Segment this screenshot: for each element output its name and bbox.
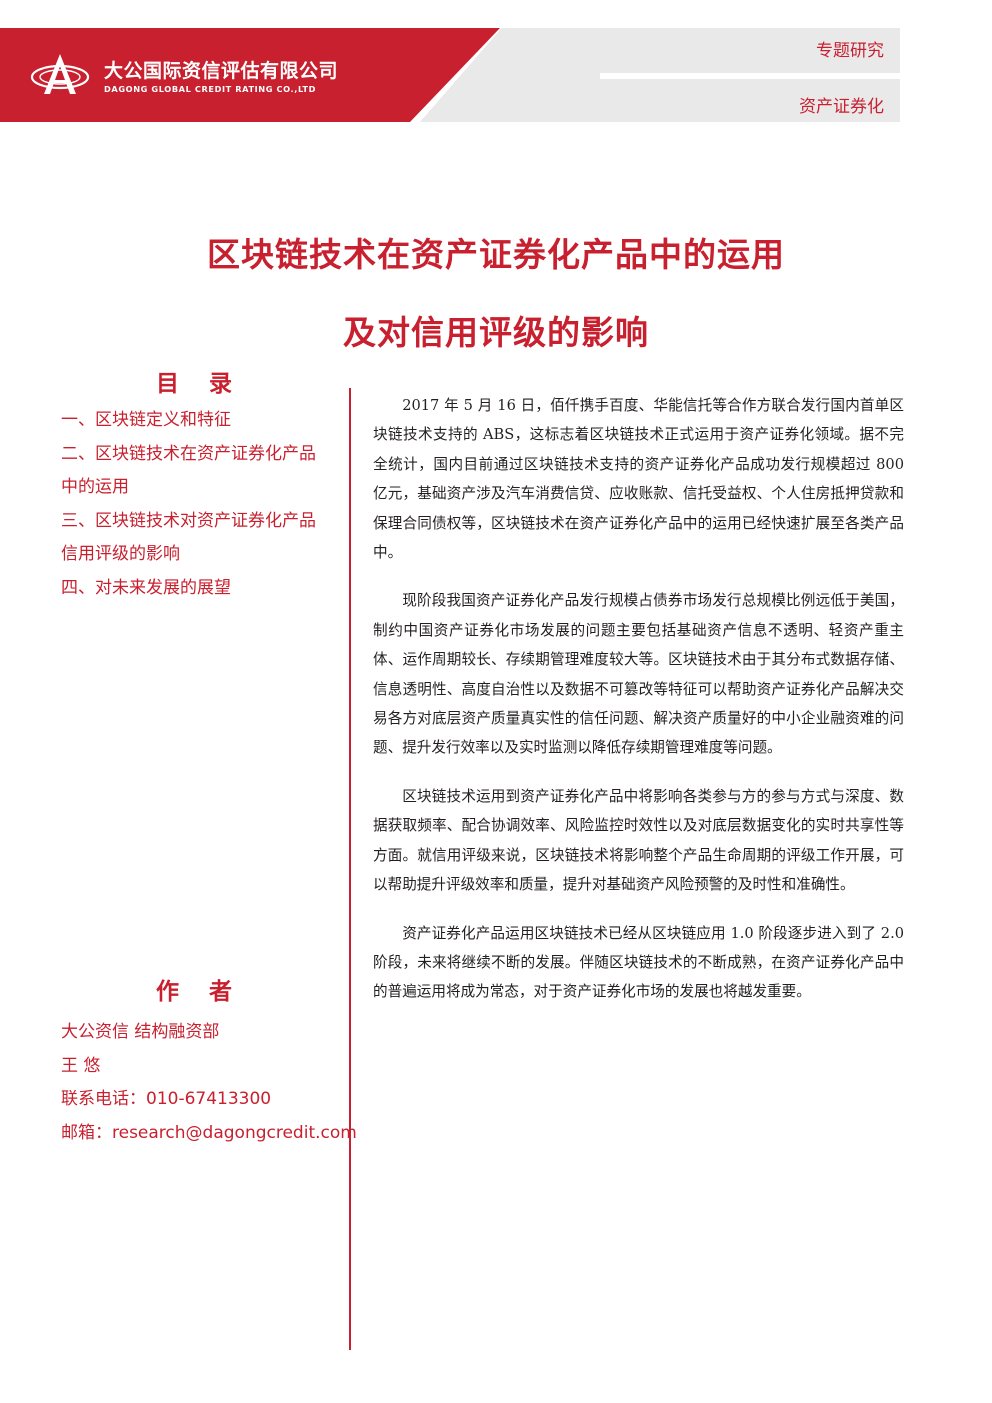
toc-heading: 目录 [156, 371, 262, 397]
author-name: 王 悠 [61, 1055, 101, 1076]
report-title-line-1: 区块链技术在资产证券化产品中的运用 [207, 235, 785, 274]
column-divider [349, 388, 351, 1350]
report-title-line-2: 及对信用评级的影响 [343, 313, 649, 352]
company-name-cn: 大公国际资信评估有限公司 [104, 60, 339, 82]
toc-item[interactable]: 三、区块链技术对资产证券化产品信用评级的影响 [61, 510, 316, 565]
toc-item[interactable]: 四、对未来发展的展望 [61, 577, 231, 598]
report-summary: 2017 年 5 月 16 日，佰仟携手百度、华能信托等合作方联合发行国内首单区… [373, 391, 904, 1026]
company-logo-icon [30, 54, 90, 94]
company-name-en: DAGONG GLOBAL CREDIT RATING CO.,LTD [104, 84, 316, 94]
toc-item[interactable]: 二、区块链技术在资产证券化产品中的运用 [61, 443, 316, 498]
report-topic-tag: 资产证券化 [799, 97, 884, 117]
header-banner-red [0, 28, 500, 122]
summary-paragraph: 资产证券化产品运用区块链技术已经从区块链应用 1.0 阶段逐步进入到了 2.0 … [373, 924, 904, 1001]
author-info: 大公资信 结构融资部 王 悠 联系电话：010-67413300 邮箱：rese… [61, 1016, 357, 1150]
summary-paragraph: 现阶段我国资产证券化产品发行规模占债券市场发行总规模比例远低于美国，制约中国资产… [373, 592, 904, 757]
tag-divider [600, 73, 900, 79]
summary-paragraph: 2017 年 5 月 16 日，佰仟携手百度、华能信托等合作方联合发行国内首单区… [373, 397, 904, 562]
summary-paragraph: 区块链技术运用到资产证券化产品中将影响各类参与方的参与方式与深度、数据获取频率、… [373, 787, 904, 894]
author-email[interactable]: 邮箱：research@dagongcredit.com [61, 1122, 357, 1143]
toc-item[interactable]: 一、区块链定义和特征 [61, 410, 231, 430]
author-heading: 作者 [156, 979, 262, 1005]
author-phone: 联系电话：010-67413300 [61, 1089, 272, 1109]
report-category-tag: 专题研究 [816, 41, 884, 61]
author-department: 大公资信 结构融资部 [61, 1022, 220, 1042]
toc-list: 一、区块链定义和特征 二、区块链技术在资产证券化产品中的运用 三、区块链技术对资… [61, 404, 323, 605]
